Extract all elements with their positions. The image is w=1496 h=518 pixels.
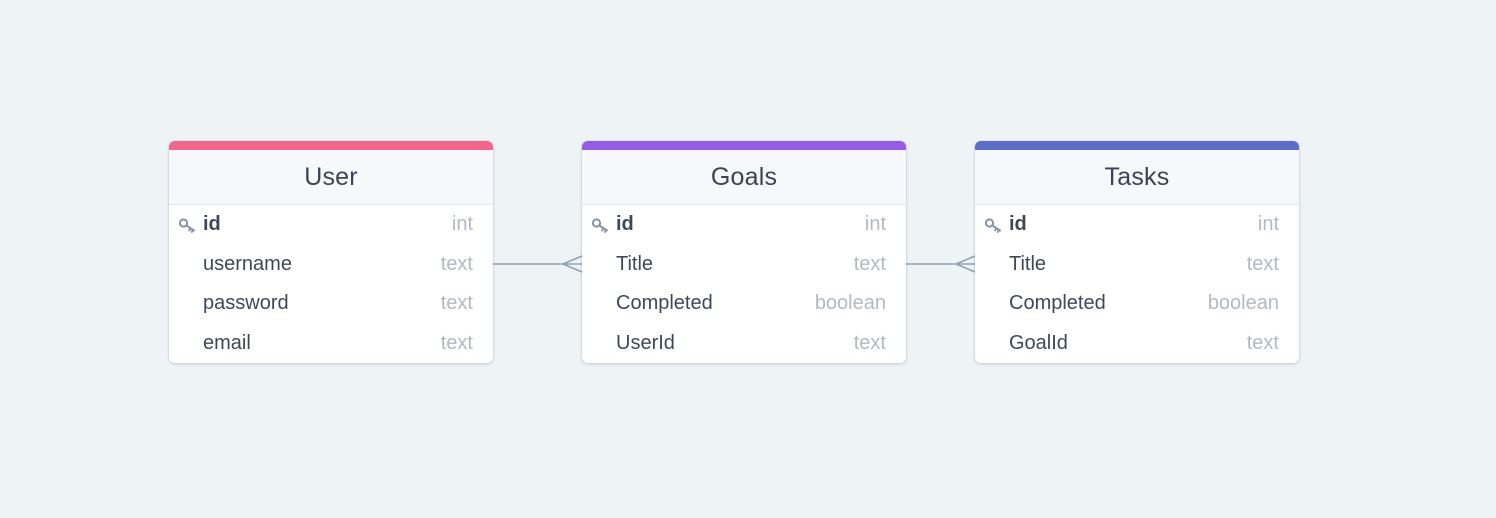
field-row[interactable]: username text (169, 245, 493, 285)
field-name: GoalId (1009, 331, 1068, 354)
field-name: password (203, 292, 289, 315)
field-type: text (440, 292, 473, 315)
key-icon (591, 218, 608, 233)
field-type: text (440, 331, 473, 354)
crowsfoot-bottom (562, 263, 583, 273)
relationship-goals-tasks[interactable] (906, 255, 976, 273)
field-row[interactable]: Title text (582, 245, 906, 285)
field-type: int (1257, 213, 1279, 236)
field-name: Title (616, 252, 654, 275)
field-name: email (203, 331, 251, 354)
table-header[interactable]: Tasks (975, 150, 1299, 205)
field-row[interactable]: Title text (975, 245, 1299, 285)
field-type: int (451, 213, 473, 236)
field-name: UserId (616, 331, 675, 354)
field-type: boolean (814, 292, 886, 315)
field-row[interactable]: id int (582, 205, 906, 245)
table-color-bar (582, 141, 906, 150)
field-row[interactable]: password text (169, 284, 493, 324)
table-user[interactable]: User id int username text password text (169, 141, 493, 363)
field-type: text (440, 252, 473, 275)
key-icon (178, 218, 195, 233)
relationship-user-goals[interactable] (493, 255, 583, 273)
field-name: id (616, 213, 634, 236)
field-row[interactable]: UserId text (582, 324, 906, 364)
field-row[interactable]: GoalId text (975, 324, 1299, 364)
field-row[interactable]: id int (975, 205, 1299, 245)
field-type: text (1246, 331, 1279, 354)
table-color-bar (975, 141, 1299, 150)
table-tasks[interactable]: Tasks id int Title text Completed boolea… (975, 141, 1299, 363)
table-color-bar (169, 141, 493, 150)
table-name: User (304, 162, 358, 191)
key-icon (984, 218, 1001, 233)
field-row[interactable]: Completed boolean (582, 284, 906, 324)
table-goals[interactable]: Goals id int Title text Completed boolea… (582, 141, 906, 363)
field-name: id (1009, 213, 1027, 236)
crowsfoot-bottom (955, 263, 976, 273)
field-row[interactable]: Completed boolean (975, 284, 1299, 324)
field-type: int (864, 213, 886, 236)
field-name: username (203, 252, 292, 275)
table-name: Goals (710, 162, 778, 191)
field-row[interactable]: id int (169, 205, 493, 245)
table-header[interactable]: Goals (582, 150, 906, 205)
crowsfoot-top (955, 255, 976, 265)
field-name: Title (1009, 252, 1047, 275)
field-type: text (853, 331, 886, 354)
crowsfoot-top (562, 255, 583, 265)
field-name: Completed (1009, 292, 1106, 315)
field-name: Completed (616, 292, 713, 315)
table-name: Tasks (1104, 162, 1170, 191)
field-name: id (203, 213, 221, 236)
table-header[interactable]: User (169, 150, 493, 205)
field-row[interactable]: email text (169, 324, 493, 364)
field-type: boolean (1207, 292, 1279, 315)
field-type: text (853, 252, 886, 275)
field-type: text (1246, 252, 1279, 275)
